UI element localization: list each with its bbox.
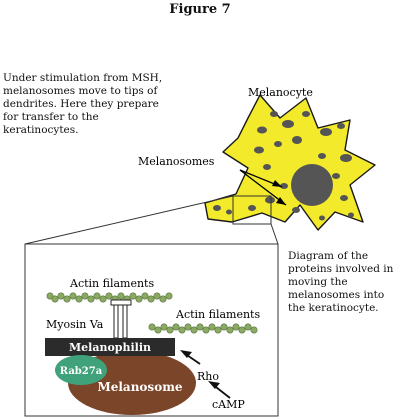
rho-arrow-head xyxy=(180,350,192,358)
actin-filament-right xyxy=(148,323,258,334)
melanophilin-label: Melanophilin xyxy=(69,341,151,354)
zoom-selection-box xyxy=(232,195,272,225)
melanocyte-cell xyxy=(204,94,376,231)
camp-arrow-head xyxy=(208,381,220,389)
rab27a-protein xyxy=(55,355,107,385)
melanosomes-label: Melanosomes xyxy=(138,155,215,168)
melanosome-dots xyxy=(213,111,354,221)
rab27a-label: Rab27a xyxy=(60,366,103,377)
arrow-head-2 xyxy=(276,197,286,205)
melanosome-label: Melanosome xyxy=(97,380,182,394)
actin-filaments-label-right: Actin filaments xyxy=(175,308,260,321)
figure-title: Figure 7 xyxy=(169,2,231,17)
zoom-connector-left xyxy=(24,195,234,245)
diagram-caption: Diagram of the proteins involved in movi… xyxy=(288,250,394,314)
myosin-va xyxy=(110,299,132,339)
actin-filament-left xyxy=(46,292,173,303)
intro-text: Under stimulation from MSH, melanosomes … xyxy=(3,72,163,136)
nucleus xyxy=(291,164,333,206)
actin-filaments-label-left: Actin filaments xyxy=(69,277,154,290)
camp-label: cAMP xyxy=(212,398,245,411)
zoom-connector-right xyxy=(270,223,279,245)
arrow-head-1 xyxy=(272,180,282,187)
melanophilin-bar xyxy=(45,338,175,356)
myosin-va-label: Myosin Va xyxy=(46,318,104,331)
rho-label: Rho xyxy=(197,370,219,383)
melanocyte-label: Melanocyte xyxy=(248,86,313,99)
